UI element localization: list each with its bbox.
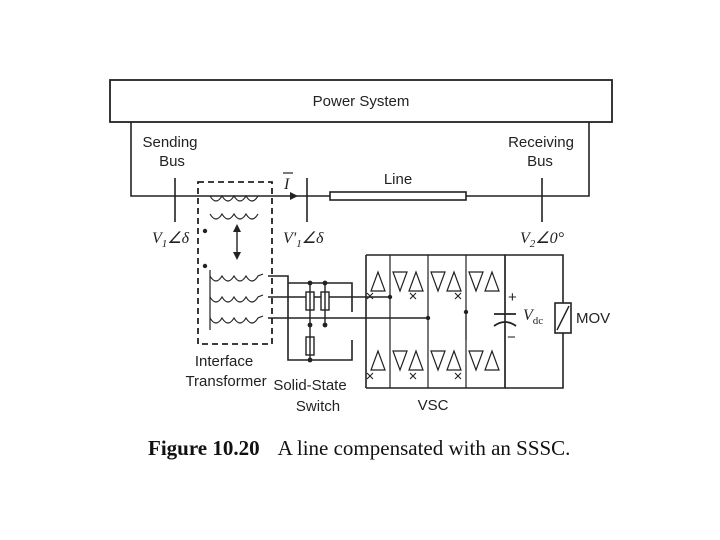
figure-caption: Figure 10.20 A line compensated with an S…	[148, 436, 708, 461]
interface-transformer-box	[197, 181, 273, 345]
dc-capacitor-icon	[493, 255, 517, 388]
solid-state-switch	[268, 275, 428, 363]
interface-transformer-label-2: Transformer	[185, 373, 266, 390]
sending-bus-label: Sending	[142, 134, 197, 151]
interface-transformer-label: Interface	[195, 353, 253, 370]
figure-caption-text: A line compensated with an SSSC.	[277, 436, 571, 460]
vsc-x-marks	[366, 292, 462, 380]
vdc-label: Vdc	[523, 307, 543, 327]
solid-state-switch-label-2: Switch	[296, 398, 340, 415]
vsc-upper-switches	[370, 270, 500, 293]
v1prime-voltage-label: V'1∠δ	[283, 230, 324, 250]
current-arrow-icon	[290, 192, 298, 200]
polarity-dot-bottom	[202, 263, 208, 269]
line-element	[329, 191, 467, 201]
v1p-angle: ∠δ	[302, 230, 324, 247]
mov-icon	[505, 254, 572, 389]
v1-angle: ∠δ	[167, 230, 189, 247]
vsc-lower-switches	[370, 349, 500, 372]
capacitor-plus: +	[508, 289, 517, 306]
solid-state-switch-label: Solid-State	[273, 377, 346, 394]
vsc-bridge	[365, 254, 506, 389]
v2-sub: 2	[530, 238, 536, 250]
mov-label: MOV	[576, 310, 610, 327]
v2-voltage-label: V2∠0°	[520, 230, 565, 250]
vdc-main: V	[523, 307, 535, 324]
vdc-sub: dc	[533, 315, 544, 327]
v1-sub: 1	[162, 238, 168, 250]
coupling-arrow-icon	[233, 224, 241, 260]
v2-angle: ∠0°	[535, 230, 564, 247]
transformer-secondary-coils-icon	[209, 270, 264, 330]
v1p-sub: 1	[296, 238, 302, 250]
v1-voltage-label: V1∠δ	[152, 230, 190, 250]
v1-main: V	[152, 230, 164, 247]
receiving-bus-label-2: Bus	[527, 153, 553, 170]
transmission-path	[130, 122, 590, 197]
figure-number: Figure 10.20	[148, 436, 260, 460]
sending-bus-label-2: Bus	[159, 153, 185, 170]
line-label: Line	[384, 171, 412, 188]
v1p-main: V'	[283, 230, 297, 247]
capacitor-minus: −	[507, 329, 516, 346]
transformer-primary-coil-icon	[209, 194, 259, 220]
polarity-dot-top	[202, 228, 208, 234]
vsc-label: VSC	[418, 397, 449, 414]
power-system-box	[109, 79, 613, 123]
current-label: I	[283, 176, 290, 193]
v2-main: V	[520, 230, 532, 247]
power-system-label: Power System	[313, 93, 410, 110]
receiving-bus-label: Receiving	[508, 134, 574, 151]
